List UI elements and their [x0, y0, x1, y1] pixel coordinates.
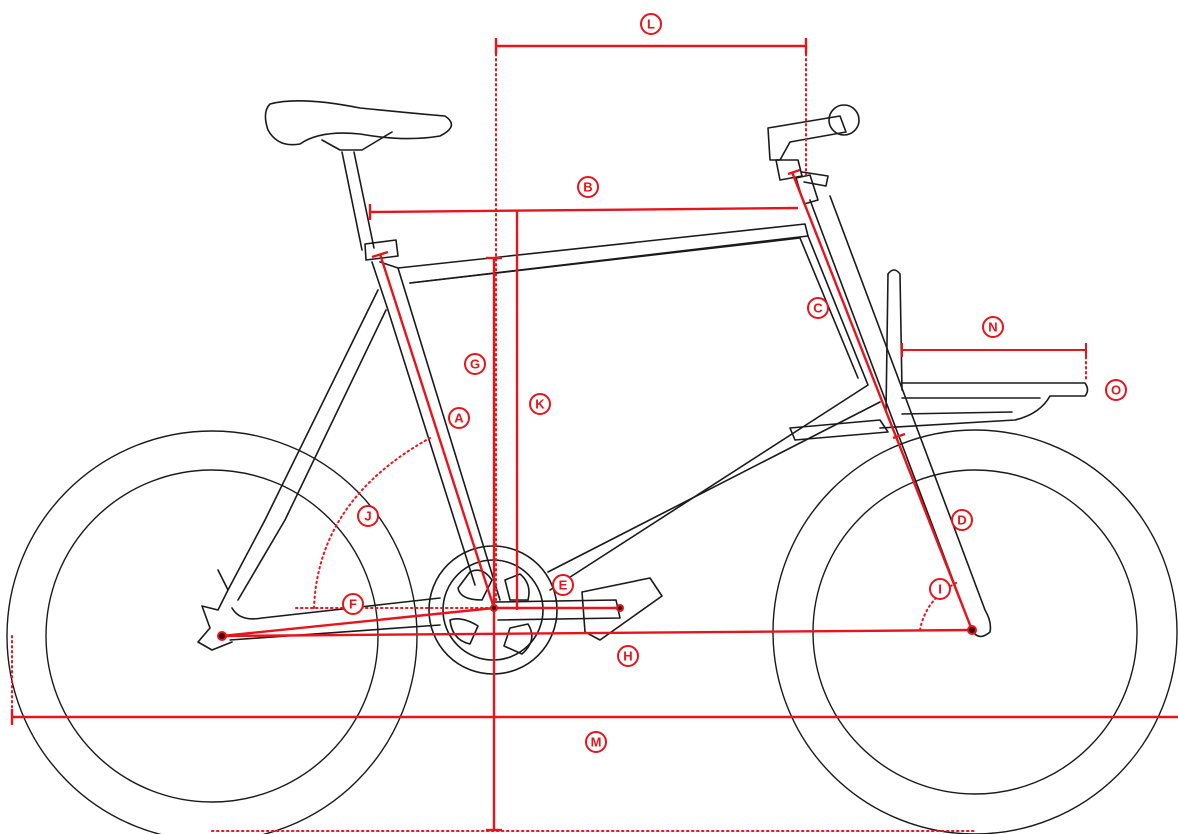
fork [809, 195, 992, 638]
rear-tire-inner [45, 469, 379, 803]
measure-tick-a [371, 250, 389, 259]
label-o-text: O [1111, 383, 1121, 398]
rear-dropout [197, 569, 233, 651]
label-f-text: F [349, 597, 357, 612]
label-l-text: L [647, 17, 655, 32]
seat-post [341, 151, 375, 251]
seat-stay-inner [237, 309, 387, 601]
headset [775, 159, 803, 181]
seat-clamp [364, 239, 399, 261]
saddle [264, 100, 453, 146]
chain-stay-lower [229, 624, 441, 641]
label-h: H [617, 645, 639, 667]
label-g: G [464, 353, 486, 375]
label-n-text: N [988, 320, 997, 335]
saddle-rails [321, 131, 393, 151]
label-n: N [982, 316, 1004, 338]
label-i: I [929, 578, 951, 600]
label-i-text: I [938, 582, 942, 597]
chain-stay-upper [231, 597, 441, 620]
cockpit [767, 104, 860, 187]
measure-line-a [378, 253, 496, 609]
headset-spacer [801, 171, 829, 187]
stem [767, 115, 847, 161]
label-c-text: C [813, 301, 823, 316]
label-b-text: B [583, 180, 592, 195]
label-badges: A B C D E F G H I J K L M N O [342, 13, 1127, 753]
measure-tick-d [892, 432, 906, 440]
chainring-cutouts [449, 569, 533, 655]
label-j-text: J [364, 509, 371, 524]
rack-platform [879, 382, 1089, 429]
seat-stay-outer [227, 289, 379, 591]
label-o: O [1105, 379, 1127, 401]
label-a-text: A [454, 411, 464, 426]
label-d-text: D [957, 513, 966, 528]
label-l: L [640, 13, 662, 35]
label-j: J [357, 505, 379, 527]
pedal-axle [616, 604, 624, 612]
label-m-text: M [591, 735, 602, 750]
bottom-bracket [490, 604, 498, 612]
rack-strut [789, 419, 889, 441]
pedal [581, 577, 663, 641]
label-h-text: H [623, 649, 632, 664]
down-tube-inner [409, 237, 859, 379]
label-g-text: G [470, 357, 480, 372]
saddle-assembly [264, 100, 453, 261]
head-angle-arc [919, 581, 959, 631]
measure-line-c-d [790, 171, 974, 631]
rear-wheel [6, 430, 418, 834]
seat-angle-arc [313, 437, 431, 609]
measure-tick-c [787, 168, 801, 176]
measurements [10, 38, 1178, 832]
down-tube-upper [549, 235, 869, 591]
seat-tube-front [379, 261, 501, 601]
rack-upright [887, 269, 903, 391]
rack-upright-back [885, 273, 889, 413]
label-e-text: E [559, 578, 568, 593]
front-rack [789, 269, 1089, 441]
label-d: D [951, 509, 973, 531]
seat-tube-back [371, 261, 476, 586]
label-m: M [585, 731, 607, 753]
measure-line-b [369, 206, 799, 214]
label-c: C [807, 297, 829, 319]
rear-tire-outer [6, 430, 418, 834]
label-f: F [342, 593, 364, 615]
measure-line-h [221, 628, 973, 638]
frame [197, 174, 992, 651]
label-k: K [529, 393, 551, 415]
down-tube-lower [547, 401, 881, 573]
rack-slats [901, 397, 1041, 415]
label-k-text: K [535, 397, 545, 412]
label-a: A [448, 407, 470, 429]
measure-line-f [221, 606, 495, 638]
label-b: B [577, 176, 599, 198]
top-tube [397, 223, 809, 284]
label-e: E [552, 574, 574, 596]
rear-axle [217, 631, 227, 641]
front-axle [967, 625, 977, 635]
handlebar [828, 104, 860, 136]
